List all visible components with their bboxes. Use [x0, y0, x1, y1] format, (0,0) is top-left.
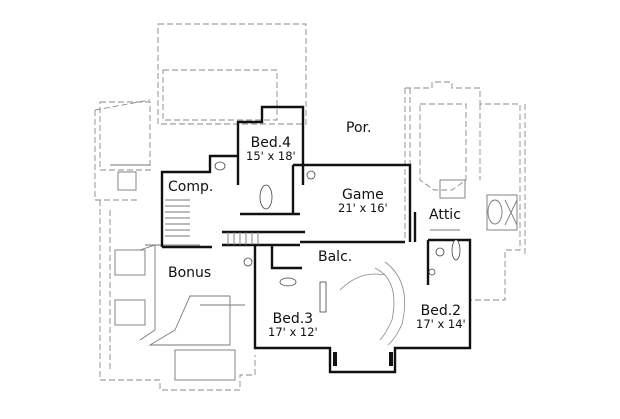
room-dimensions: 21' x 16': [338, 201, 388, 215]
room-name: Bed.2: [420, 303, 462, 319]
lower-floor-details: [110, 164, 518, 381]
room-bed4: Bed.4 15' x 18': [246, 136, 296, 163]
room-name: Bed.4: [250, 135, 292, 151]
room-name: Bonus: [168, 265, 212, 281]
room-game: Game 21' x 16': [338, 188, 388, 215]
room-bed2: Bed.2 17' x 14': [416, 304, 466, 331]
room-name: Balc.: [318, 249, 353, 265]
bath-fixtures: [214, 161, 461, 313]
curved-staircase: [339, 261, 406, 346]
room-name: Bed.3: [272, 311, 314, 327]
room-name: Comp.: [168, 179, 214, 195]
room-bonus: Bonus: [168, 266, 211, 280]
room-name: Por.: [346, 120, 372, 136]
room-balcony: Balc.: [318, 250, 352, 264]
straight-stairs: [165, 199, 259, 245]
room-bed3: Bed.3 17' x 12': [268, 312, 318, 339]
walls: [160, 105, 472, 374]
room-name: Attic: [429, 207, 461, 223]
room-comp: Comp.: [168, 180, 213, 194]
room-dimensions: 17' x 14': [416, 317, 466, 331]
room-dimensions: 15' x 18': [246, 149, 296, 163]
room-name: Game: [342, 187, 384, 203]
room-dimensions: 17' x 12': [268, 325, 318, 339]
room-attic: Attic: [429, 208, 461, 222]
front-bay: [333, 352, 393, 366]
room-porch: Por.: [346, 121, 371, 135]
